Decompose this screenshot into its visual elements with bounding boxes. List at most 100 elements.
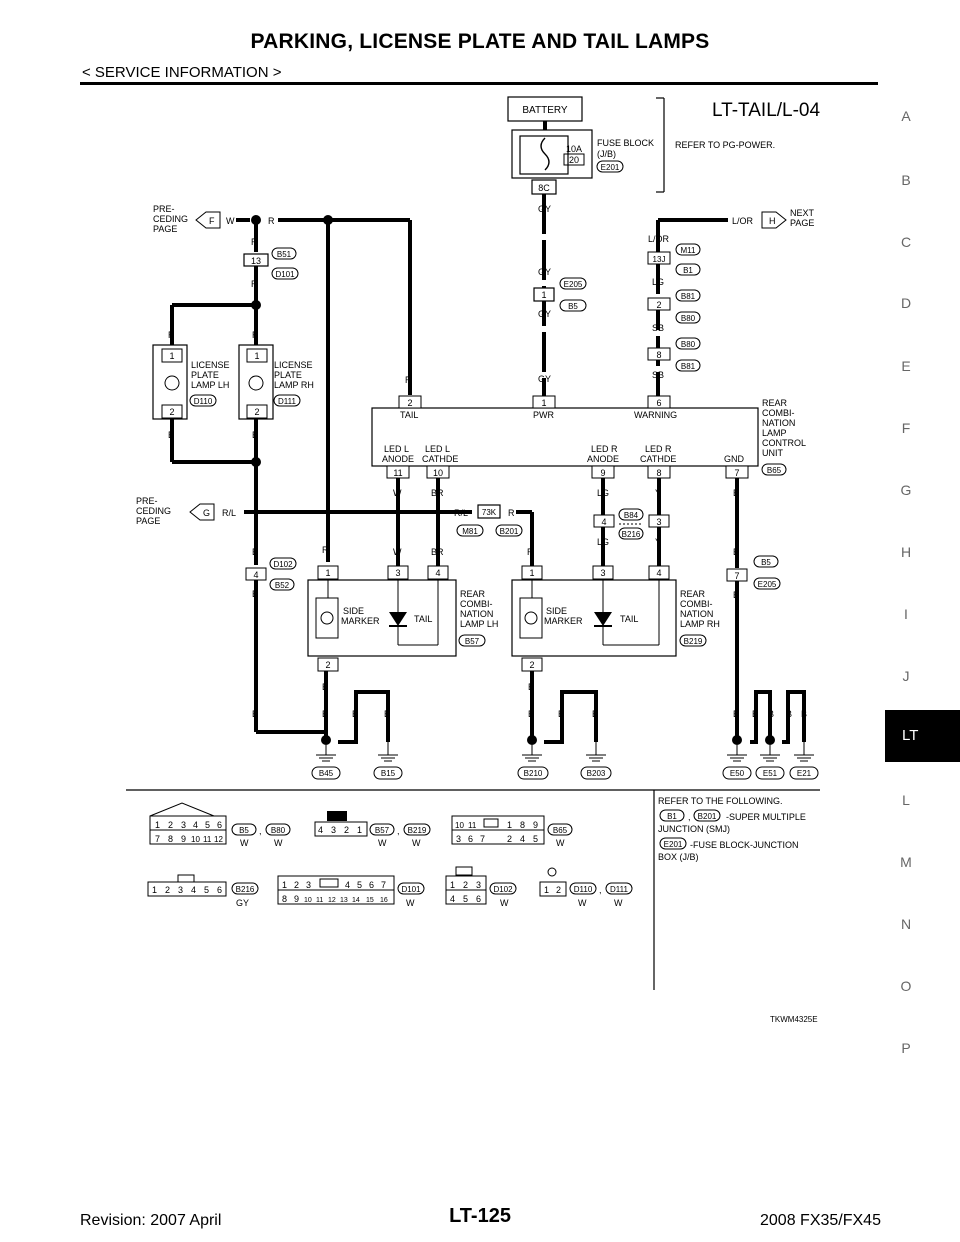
svg-text:R: R xyxy=(252,330,259,340)
svg-text:LED R: LED R xyxy=(645,444,672,454)
svg-text:E50: E50 xyxy=(730,769,745,778)
svg-text:SB: SB xyxy=(652,370,664,380)
svg-text:2: 2 xyxy=(254,407,259,417)
svg-text:E201: E201 xyxy=(601,163,620,172)
svg-text:BR: BR xyxy=(431,488,444,498)
svg-text:SIDE: SIDE xyxy=(546,606,567,616)
connector-b216: 1 2 3 4 5 6 B216 GY xyxy=(147,874,259,908)
svg-text:BR: BR xyxy=(431,547,444,557)
svg-text:6: 6 xyxy=(369,880,374,890)
svg-text:W: W xyxy=(556,838,565,848)
svg-text:,: , xyxy=(397,826,400,836)
svg-text:B84: B84 xyxy=(624,511,639,520)
svg-text:LED R: LED R xyxy=(591,444,618,454)
section-index-o[interactable]: O xyxy=(900,978,912,994)
svg-text:B80: B80 xyxy=(681,314,696,323)
svg-text:TAIL: TAIL xyxy=(400,410,418,420)
connector-b65: 10 11 1 8 9 3 6 7 2 4 5 B65 W xyxy=(451,815,573,848)
svg-text:COMBI-: COMBI- xyxy=(460,599,493,609)
svg-text:PAGE: PAGE xyxy=(790,218,814,228)
svg-text:REAR: REAR xyxy=(460,589,486,599)
svg-text:M81: M81 xyxy=(462,527,478,536)
svg-text:3: 3 xyxy=(476,880,481,890)
svg-text:BOX (J/B): BOX (J/B) xyxy=(658,852,699,862)
svg-text:B: B xyxy=(801,709,807,719)
svg-text:LAMP LH: LAMP LH xyxy=(460,619,498,629)
svg-text:2: 2 xyxy=(656,300,661,310)
section-index-e[interactable]: E xyxy=(901,358,911,374)
svg-text:3: 3 xyxy=(306,880,311,890)
svg-text:2: 2 xyxy=(294,880,299,890)
section-index-g[interactable]: G xyxy=(900,482,912,498)
section-index-n[interactable]: N xyxy=(900,916,912,932)
svg-text:4: 4 xyxy=(450,894,455,904)
section-index-a[interactable]: A xyxy=(901,108,911,124)
refer-power: REFER TO PG-POWER. xyxy=(675,140,775,150)
svg-text:B: B xyxy=(752,709,758,719)
svg-text:B5: B5 xyxy=(239,826,249,835)
svg-text:H: H xyxy=(769,216,776,226)
svg-text:B: B xyxy=(786,709,792,719)
svg-text:LAMP: LAMP xyxy=(762,428,787,438)
svg-text:9: 9 xyxy=(294,894,299,904)
section-index-p[interactable]: P xyxy=(901,1040,911,1056)
svg-text:NATION: NATION xyxy=(762,418,795,428)
svg-text:PRE-: PRE- xyxy=(153,204,175,214)
svg-text:PWR: PWR xyxy=(533,410,554,420)
svg-text:11: 11 xyxy=(468,821,477,830)
svg-text:,: , xyxy=(688,812,691,822)
section-index-j[interactable]: J xyxy=(902,668,910,684)
svg-text:1: 1 xyxy=(450,880,455,890)
svg-text:B: B xyxy=(168,430,174,440)
svg-text:B: B xyxy=(384,709,390,719)
svg-text:MARKER: MARKER xyxy=(544,616,583,626)
svg-text:TAIL: TAIL xyxy=(414,614,432,624)
svg-text:R/L: R/L xyxy=(222,508,236,518)
svg-text:B: B xyxy=(252,547,258,557)
connector-b57-b219: 4 3 2 1 B57 , B219 W W xyxy=(314,811,431,848)
svg-text:B203: B203 xyxy=(587,769,606,778)
svg-text:13J: 13J xyxy=(653,255,666,264)
svg-text:3: 3 xyxy=(178,885,183,895)
svg-text:B65: B65 xyxy=(767,466,782,475)
svg-text:R: R xyxy=(268,216,275,226)
svg-text:ANODE: ANODE xyxy=(382,454,414,464)
section-index-c[interactable]: C xyxy=(900,234,912,250)
section-index-h[interactable]: H xyxy=(900,544,912,560)
svg-text:16: 16 xyxy=(380,897,388,904)
svg-text:B: B xyxy=(592,709,598,719)
svg-text:3: 3 xyxy=(656,517,661,527)
section-index-i[interactable]: I xyxy=(904,606,908,622)
section-index-f[interactable]: F xyxy=(901,420,911,436)
svg-text:REAR: REAR xyxy=(762,398,788,408)
section-index-l[interactable]: L xyxy=(902,792,910,808)
svg-text:1: 1 xyxy=(541,290,546,300)
svg-text:B57: B57 xyxy=(465,637,480,646)
section-index-m[interactable]: M xyxy=(900,854,912,870)
svg-text:5: 5 xyxy=(463,894,468,904)
svg-text:1: 1 xyxy=(544,885,549,895)
svg-text:B52: B52 xyxy=(275,581,290,590)
rear-combination-lamp-lh: 1 3 4 SIDE MARKER TAIL 2 REAR COMBI- NAT… xyxy=(307,565,498,672)
svg-text:B216: B216 xyxy=(236,885,255,894)
ground-b210: B210 xyxy=(517,735,549,780)
svg-text:6: 6 xyxy=(217,885,222,895)
svg-text:B216: B216 xyxy=(622,530,641,539)
svg-text:R: R xyxy=(508,508,515,518)
svg-text:PLATE: PLATE xyxy=(191,370,219,380)
section-index-b[interactable]: B xyxy=(901,172,911,188)
svg-text:JUNCTION (SMJ): JUNCTION (SMJ) xyxy=(658,824,730,834)
svg-text:9: 9 xyxy=(600,468,605,478)
svg-text:CONTROL: CONTROL xyxy=(762,438,806,448)
svg-text:Y: Y xyxy=(655,537,661,547)
svg-text:CATHDE: CATHDE xyxy=(422,454,458,464)
svg-text:6: 6 xyxy=(476,894,481,904)
section-tab-active[interactable]: LT xyxy=(885,710,960,762)
svg-text:LICENSE: LICENSE xyxy=(274,360,313,370)
fuse-block: 10A 20 FUSE BLOCK (J/B) E201 8C xyxy=(511,129,654,195)
section-index-d[interactable]: D xyxy=(900,295,912,311)
svg-text:3: 3 xyxy=(456,834,461,844)
svg-text:LICENSE: LICENSE xyxy=(191,360,230,370)
svg-text:PRE-: PRE- xyxy=(136,496,158,506)
